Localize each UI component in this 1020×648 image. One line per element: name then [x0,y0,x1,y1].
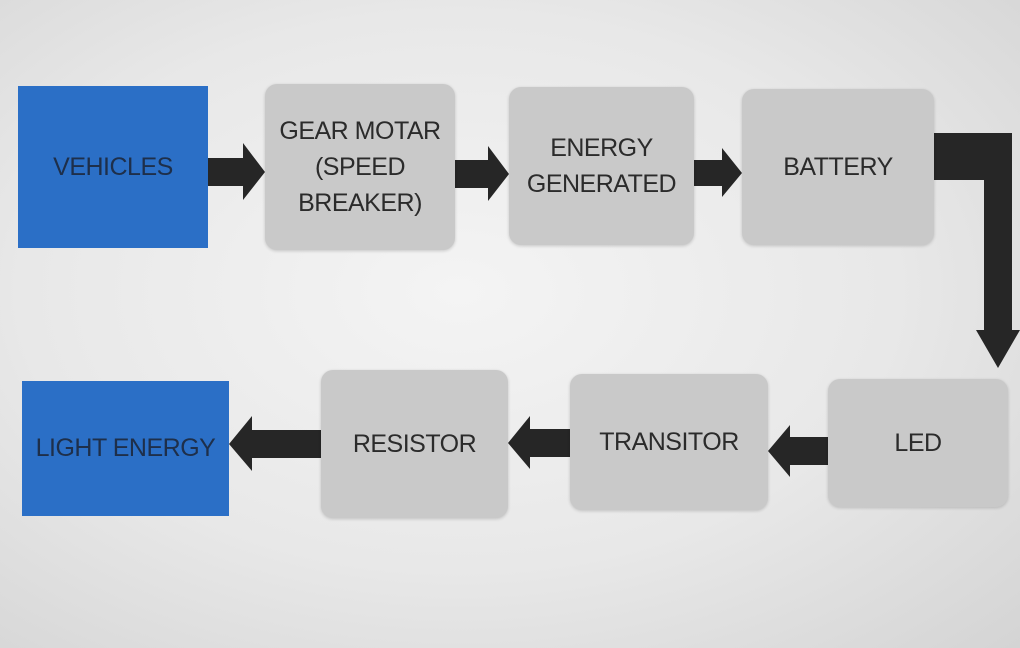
transistor-label: TRANSITOR [599,427,739,456]
light-energy-label: LIGHT ENERGY [35,434,216,463]
arrow-gear-motor-to-energy [455,146,509,201]
led-box: LED [828,379,1008,507]
gear-motor-label: GEAR MOTAR (SPEED BREAKER) [279,116,441,218]
vehicles-label: VEHICLES [53,152,173,181]
battery-label: BATTERY [783,152,893,181]
transistor-box: TRANSITOR [570,374,768,510]
arrow-resistor-to-light-energy [229,416,321,471]
led-label: LED [894,428,942,457]
arrow-battery-to-led [934,133,1020,368]
gear-motor-box: GEAR MOTAR (SPEED BREAKER) [265,84,455,250]
arrow-transistor-to-resistor [508,416,570,469]
resistor-box: RESISTOR [321,370,508,518]
arrow-led-to-transistor [768,425,828,477]
energy-generated-box: ENERGY GENERATED [509,87,694,245]
energy-generated-label: ENERGY GENERATED [526,133,677,198]
vehicles-box: VEHICLES [18,86,208,248]
light-energy-box: LIGHT ENERGY [22,381,229,516]
resistor-label: RESISTOR [352,429,477,458]
arrow-vehicles-to-gear-motor [208,143,265,200]
arrow-energy-to-battery [694,148,742,197]
battery-box: BATTERY [742,89,934,245]
